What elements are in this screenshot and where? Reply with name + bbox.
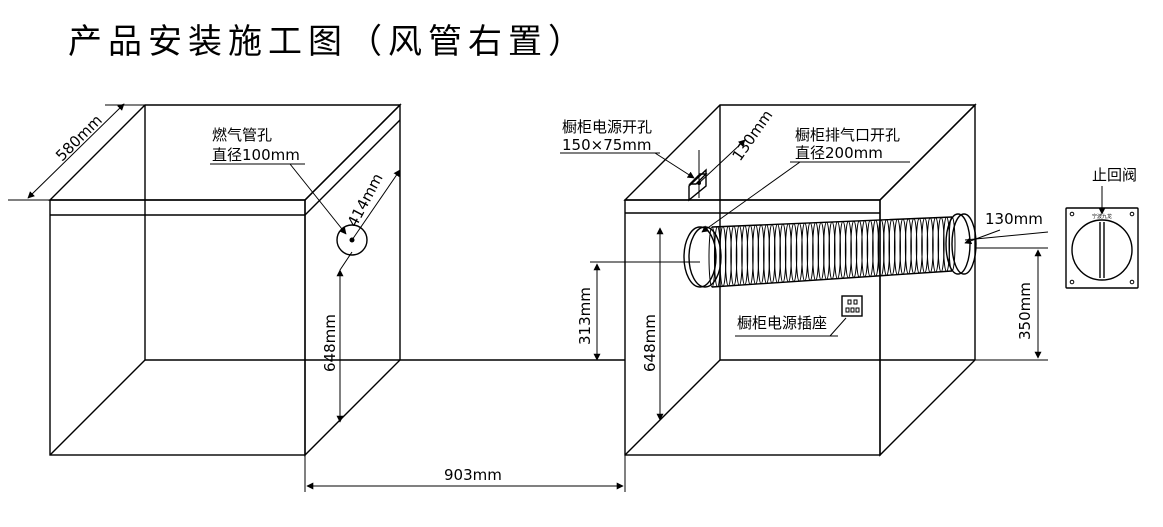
duct-rib [844,220,852,279]
duct-rib [757,224,765,285]
duct-rib [806,222,814,281]
gas-hole-label: 燃气管孔 [212,126,272,144]
duct-rib [823,221,831,280]
valve-plate-text: 宁波九龙 [1092,213,1112,220]
duct-rib [866,219,874,277]
gap-dimension: 903mm [304,455,626,492]
power-socket [841,295,863,317]
check-valve: 宁波九龙 [1065,207,1139,289]
duct-rib [899,218,907,275]
power-hole-size: 150×75mm [562,136,652,154]
duct-rib [877,219,885,277]
duct-rib [937,216,945,273]
exhaust-hole-label: 橱柜排气口开孔 [795,126,900,144]
duct-rib [730,225,738,287]
duct-rib [932,217,940,273]
exhaust-hole-diameter: 直径200mm [795,144,883,162]
duct-rib [861,220,869,278]
gap-width-label: 903mm [444,466,502,484]
power-hole [688,150,708,202]
power-hole-offset-label: 130mm [729,107,777,165]
duct-rib [855,220,863,278]
duct-offset-label: 130mm [985,210,1043,228]
duct-rib [735,225,743,286]
right-cabinet [623,103,977,457]
duct-rib [926,217,934,273]
duct-rib [850,220,858,279]
gas-hole-diameter: 直径100mm [212,146,300,164]
left-cabinet [48,103,402,457]
duct-rib [784,223,792,283]
duct-rib [943,216,951,272]
duct-rib [795,222,803,282]
duct-rib [817,221,825,281]
duct-height-label: 350mm [1016,282,1034,340]
duct-rib [713,226,721,288]
duct-rib [833,221,841,280]
duct-rib [921,217,929,274]
duct-rib [773,223,781,284]
depth-label: 580mm [52,111,106,165]
duct-rib [779,223,787,283]
socket-label: 橱柜电源插座 [737,314,827,332]
duct-rib [812,222,820,281]
duct-rib [828,221,836,280]
exhaust-height-outer-label: 313mm [576,287,594,345]
duct-rib [719,226,727,287]
check-valve-label: 止回阀 [1092,166,1137,184]
duct-rib [752,224,760,285]
duct-rib [768,224,776,284]
page-title: 产品安装施工图（风管右置） [68,22,588,62]
power-hole-label: 橱柜电源开孔 [562,118,652,136]
duct-rib [904,218,912,275]
duct-rib [883,219,891,276]
duct-rib [915,217,923,274]
duct-rib [893,218,901,276]
duct-rib [741,225,749,286]
duct-rib [872,219,880,277]
duct-rib [910,218,918,275]
duct-rib [839,221,847,279]
flexible-duct [683,213,977,288]
depth-dimension: 580mm [8,103,145,201]
exhaust-height-inner-label: 648mm [641,314,659,372]
duct-rib [790,223,798,283]
gas-hole-height-label: 648mm [321,314,339,372]
duct-rib [763,224,771,284]
duct-rib [708,226,716,288]
duct-rib [888,219,896,276]
duct-rib [724,225,732,287]
duct-rib [801,222,809,282]
duct-rib [746,224,754,285]
